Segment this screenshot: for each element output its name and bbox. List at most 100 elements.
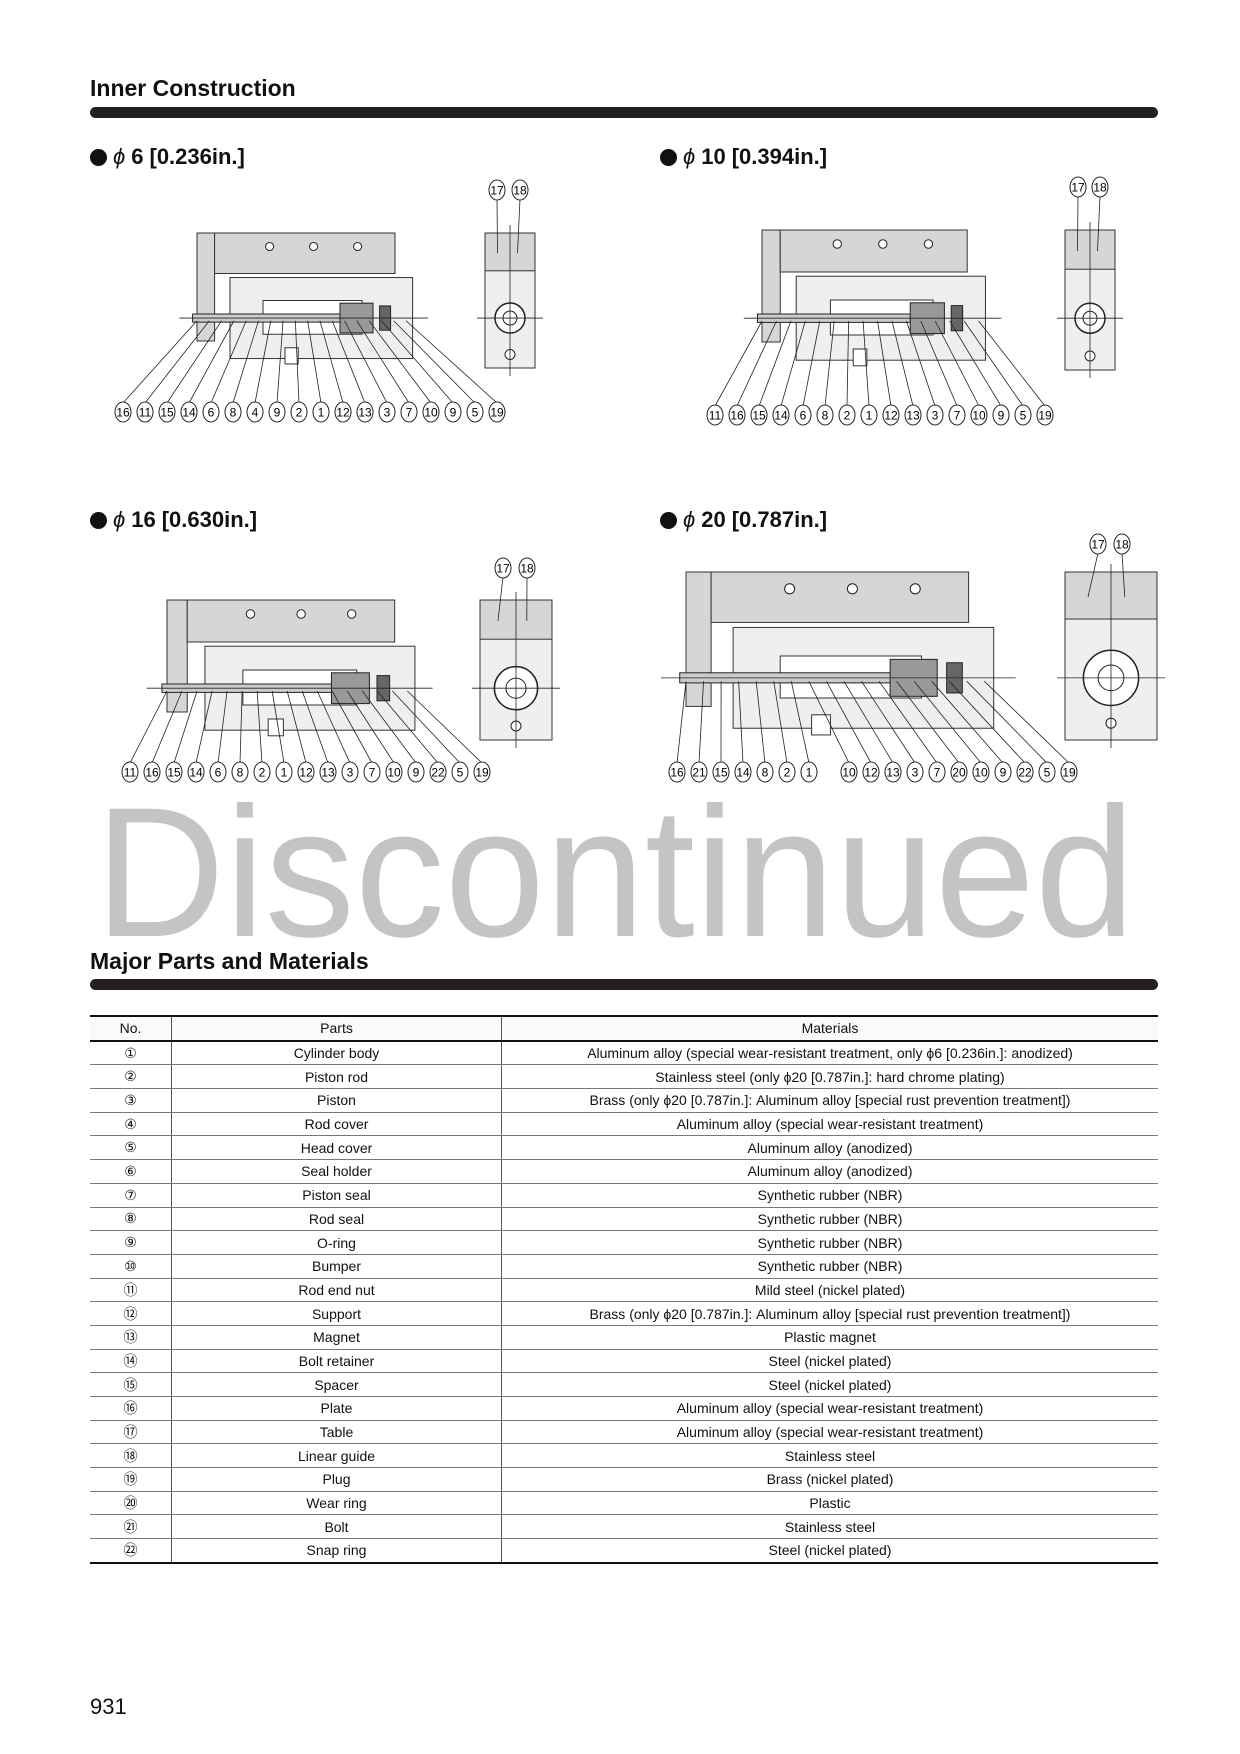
callout-circle	[209, 761, 227, 783]
leader-line	[963, 320, 1024, 407]
leader-line	[151, 690, 183, 764]
callout-circle	[275, 761, 293, 783]
callout-label: 13	[886, 766, 900, 780]
phi-symbol: ϕ	[683, 144, 696, 169]
callout-circle	[268, 401, 286, 423]
part-number: ⑤	[90, 1135, 172, 1161]
callout-circle	[728, 404, 746, 426]
leader-line	[256, 690, 263, 764]
callout-circle	[422, 401, 440, 423]
callout-label: 18	[513, 184, 527, 198]
callout-circle	[356, 401, 374, 423]
hole	[309, 241, 319, 252]
leader-line	[173, 690, 198, 764]
part-number: ⑲	[90, 1467, 172, 1492]
callout-circle	[994, 761, 1012, 783]
leader-line	[129, 690, 168, 764]
callout-circle	[882, 404, 900, 426]
leader-line	[934, 320, 980, 407]
leader-line	[316, 690, 351, 764]
callout-circle	[1091, 176, 1109, 198]
subheading-phi6: ϕ 6 [0.236in.]	[90, 144, 245, 170]
leader-line	[319, 320, 344, 404]
part-name: O-ring	[171, 1230, 502, 1255]
part-name: Cylinder body	[171, 1040, 502, 1066]
callout-label: 6	[800, 409, 807, 423]
callout-label: 7	[406, 406, 413, 420]
callout-label: 14	[182, 406, 196, 420]
part-number: ⑬	[90, 1325, 172, 1350]
callout-label: 9	[998, 409, 1005, 423]
plate	[685, 571, 712, 707]
leader-line	[906, 320, 936, 407]
callout-label: 22	[1018, 766, 1032, 780]
part-material: Steel (nickel plated)	[501, 1372, 1158, 1397]
part-material: Stainless steel	[501, 1514, 1158, 1540]
callout-circle	[385, 761, 403, 783]
callout-label: 12	[884, 409, 898, 423]
callout-label: 10	[424, 406, 438, 420]
leader-line	[736, 320, 777, 407]
callout-circle	[518, 557, 536, 579]
hole	[296, 609, 306, 619]
bore-size-inch: [0.630in.]	[161, 507, 258, 532]
callout-circle	[114, 401, 132, 423]
part-material: Aluminum alloy (special wear-resistant t…	[501, 1420, 1158, 1445]
leader-line	[913, 680, 982, 764]
callout-circle	[1038, 761, 1056, 783]
part-material: Plastic	[501, 1491, 1158, 1516]
leader-line	[344, 320, 388, 404]
table	[710, 571, 970, 623]
leader-line	[361, 690, 417, 764]
bore-size-inch: [0.394in.]	[731, 144, 828, 169]
leader-line	[166, 320, 222, 404]
callout-label: 17	[496, 562, 510, 576]
leader-line	[356, 320, 410, 404]
leader-line	[301, 690, 329, 764]
part-material: Mild steel (nickel plated)	[501, 1278, 1158, 1303]
callout-circle	[838, 404, 856, 426]
leader-line	[188, 320, 235, 404]
switch	[852, 348, 868, 367]
leader-line	[393, 320, 476, 404]
part-material: Steel (nickel plated)	[501, 1538, 1158, 1564]
leader-line	[122, 320, 198, 404]
callout-label: 12	[336, 406, 350, 420]
bore-size: 16	[131, 507, 156, 532]
callout-label: 2	[296, 406, 303, 420]
callout-circle	[224, 401, 242, 423]
callout-label: 2	[784, 766, 791, 780]
leader-line	[714, 320, 763, 407]
callout-circle	[363, 761, 381, 783]
leader-line	[1121, 552, 1126, 598]
callout-circle	[444, 401, 462, 423]
callout-label: 9	[274, 406, 281, 420]
part-material: Stainless steel	[501, 1443, 1158, 1469]
callout-label: 10	[974, 766, 988, 780]
callout-label: 1	[281, 766, 288, 780]
callout-circle	[948, 404, 966, 426]
part-material: Brass (only ϕ20 [0.787in.]: Aluminum all…	[501, 1088, 1158, 1113]
callout-circle	[334, 401, 352, 423]
callout-label: 1	[806, 766, 813, 780]
leader-line	[144, 320, 210, 404]
callout-circle	[429, 761, 447, 783]
callout-label: 3	[347, 766, 354, 780]
part-name: Rod cover	[171, 1112, 502, 1137]
leader-line	[381, 320, 454, 404]
callout-circle	[970, 404, 988, 426]
hole	[909, 583, 921, 595]
hole	[353, 241, 363, 252]
callout-label: 6	[215, 766, 222, 780]
callout-circle	[319, 761, 337, 783]
callout-label: 4	[252, 406, 259, 420]
discontinued-watermark: Discontinued	[95, 770, 1135, 945]
leader-line	[826, 681, 872, 764]
leader-line	[790, 681, 810, 764]
